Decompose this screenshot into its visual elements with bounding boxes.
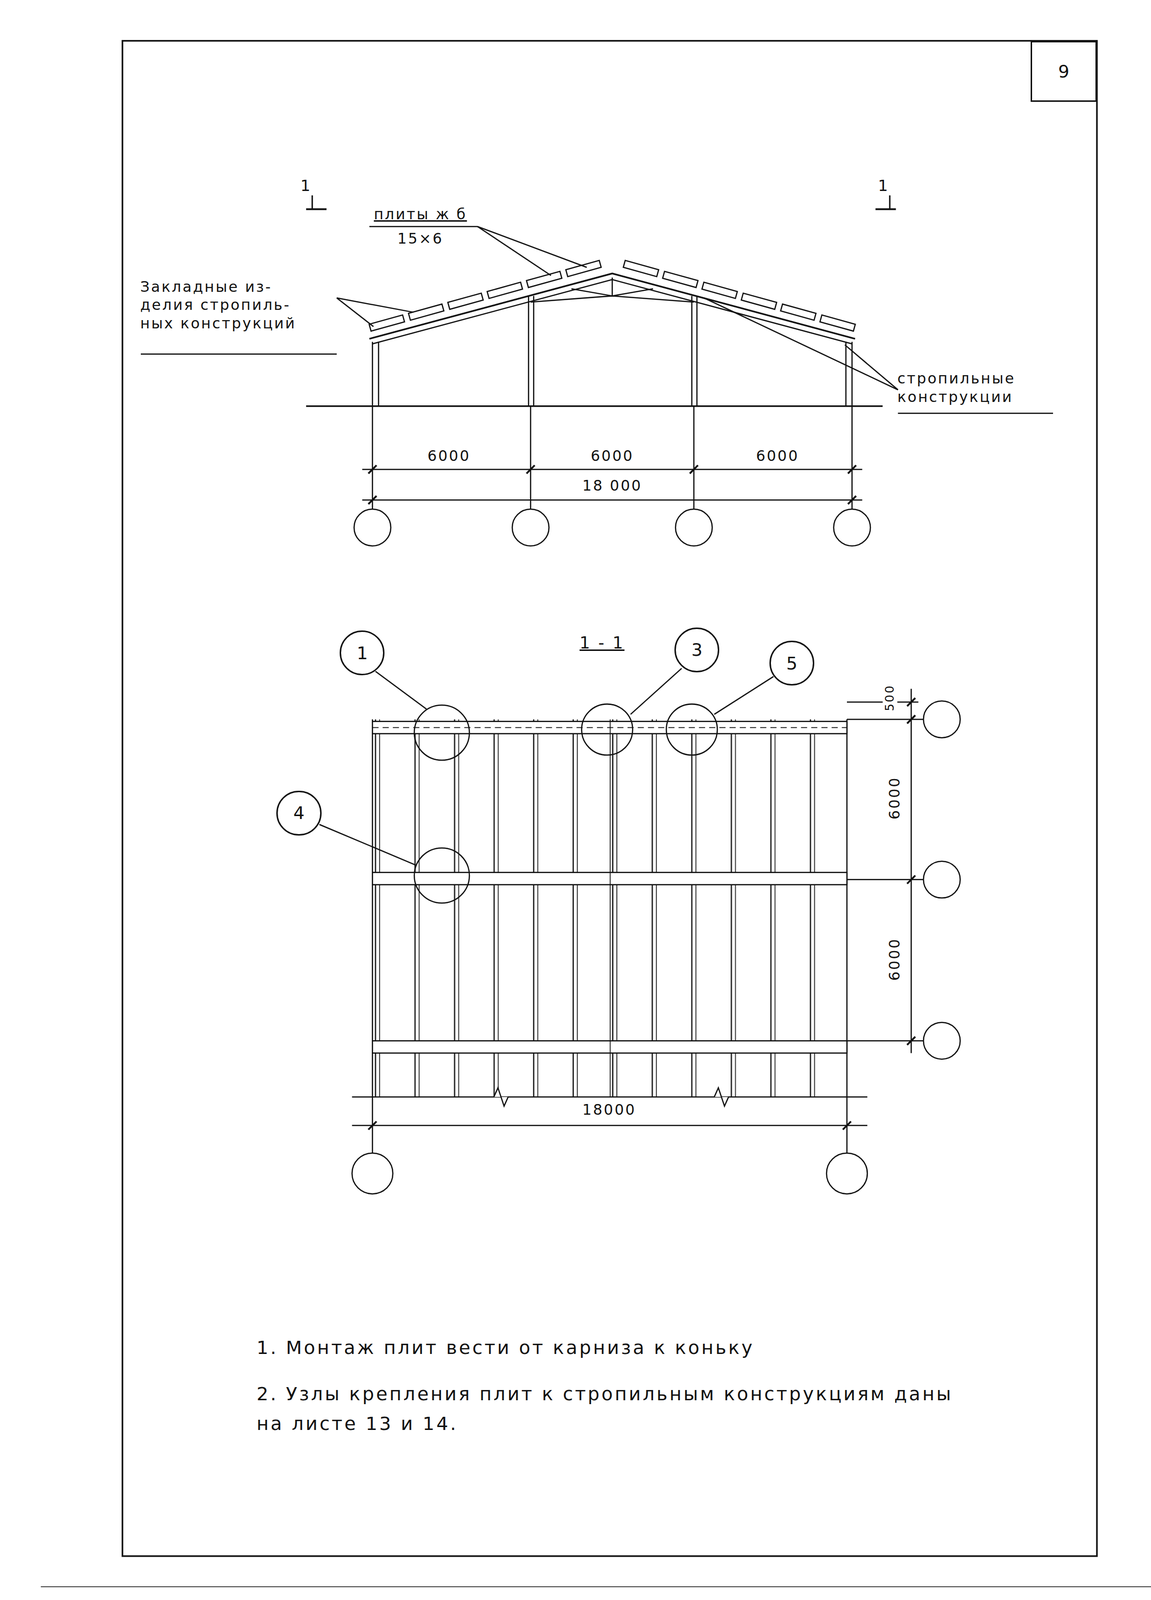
part-label: Закладные из- делия стропиль- ных констр… (138, 277, 323, 333)
callout-number: 3 (674, 627, 720, 673)
dimension: 6000 (425, 446, 472, 466)
section-title: 1 - 1 (577, 632, 626, 654)
section-mark: 1 (876, 175, 891, 196)
sheet-number: 9 (1058, 61, 1070, 82)
note: 1. Монтаж плит вести от карниза к коньку (254, 1336, 756, 1361)
part-label: стропильные конструкции (896, 369, 1060, 406)
callout-text: 4 (293, 803, 305, 824)
sheet-number-box: 9 (1030, 40, 1097, 103)
dimension: 6000 (754, 446, 801, 466)
callout-text: 5 (786, 653, 798, 674)
note: 2. Узлы крепления плит к стропильным кон… (254, 1379, 970, 1439)
callout-number: 5 (769, 640, 815, 686)
callout-text: 1 (356, 643, 368, 664)
dimension: 500 (882, 683, 898, 713)
dimension: 6000 (589, 446, 635, 466)
callout-number: 4 (276, 790, 322, 836)
dimension: 6000 (885, 936, 905, 982)
part-label: 15×6 (396, 229, 445, 249)
sheet-frame (122, 40, 1097, 1557)
part-label: плиты ж б (372, 205, 469, 224)
dimension: 18000 (580, 1100, 638, 1120)
dimension: 6000 (885, 774, 905, 821)
section-mark: 1 (299, 175, 314, 196)
callout-number: 1 (339, 630, 385, 676)
dimension: 18 000 (580, 476, 644, 496)
callout-text: 3 (691, 639, 703, 660)
